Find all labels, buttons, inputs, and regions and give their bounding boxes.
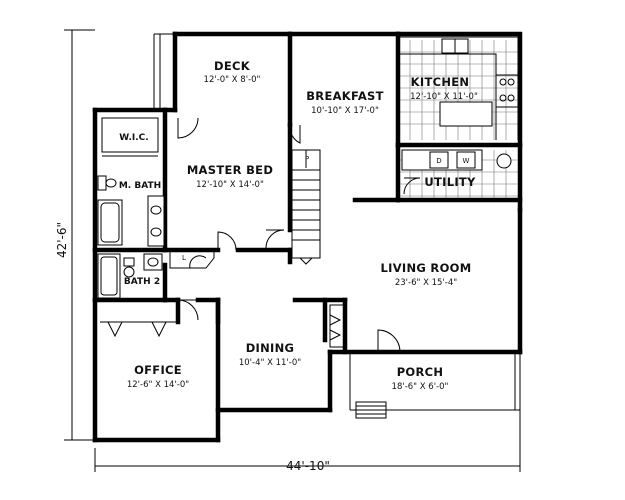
kitchen-size: 12'-10" X 11'-0" bbox=[410, 92, 478, 102]
bath2-name: BATH 2 bbox=[124, 277, 160, 287]
master-bath-name: M. BATH bbox=[119, 181, 161, 191]
deck-size: 12'-0" X 8'-0" bbox=[204, 75, 261, 85]
utility-fixtures bbox=[401, 149, 512, 171]
door-swings bbox=[177, 117, 421, 353]
master-bed-name: MASTER BED bbox=[187, 163, 273, 177]
master-bed-size: 12'-10" X 14'-0" bbox=[196, 180, 264, 190]
washer-label: W bbox=[463, 157, 470, 165]
deck-name: DECK bbox=[214, 59, 251, 73]
dimension-lines bbox=[64, 29, 521, 472]
walls bbox=[92, 31, 523, 443]
linen-closet bbox=[169, 250, 215, 269]
office-closet bbox=[100, 321, 176, 338]
kitchen-sink bbox=[441, 38, 469, 54]
overall-width-label: 44'-10" bbox=[286, 459, 330, 473]
dryer-label: D bbox=[436, 157, 441, 165]
wic-closet bbox=[101, 117, 159, 157]
porch-outline bbox=[349, 352, 521, 419]
breakfast-name: BREAKFAST bbox=[306, 89, 384, 103]
master-bath-fixtures bbox=[97, 175, 165, 247]
stairs bbox=[291, 149, 321, 265]
kitchen-counters bbox=[400, 36, 519, 140]
porch-name: PORCH bbox=[397, 365, 444, 379]
office-name: OFFICE bbox=[134, 363, 182, 377]
dining-size: 10'-4" X 11'-0" bbox=[239, 358, 301, 368]
office-size: 12'-6" X 14'-0" bbox=[127, 380, 189, 390]
stair-marker: P bbox=[305, 155, 309, 163]
bath2-fixtures bbox=[97, 253, 163, 299]
utility-name: UTILITY bbox=[424, 175, 476, 189]
wic-name: W.I.C. bbox=[119, 133, 148, 143]
overall-height-label: 42'-6" bbox=[55, 222, 69, 258]
coat-closet bbox=[329, 304, 345, 348]
linen-label: L bbox=[182, 254, 186, 262]
kitchen-name: KITCHEN bbox=[411, 75, 470, 89]
dining-name: DINING bbox=[246, 341, 295, 355]
living-room-size: 23'-6" X 15'-4" bbox=[395, 278, 457, 288]
living-room-name: LIVING ROOM bbox=[380, 261, 471, 275]
porch-size: 18'-6" X 6'-0" bbox=[392, 382, 449, 392]
breakfast-size: 10'-10" X 17'-0" bbox=[311, 106, 379, 116]
deck-outline bbox=[153, 33, 175, 110]
